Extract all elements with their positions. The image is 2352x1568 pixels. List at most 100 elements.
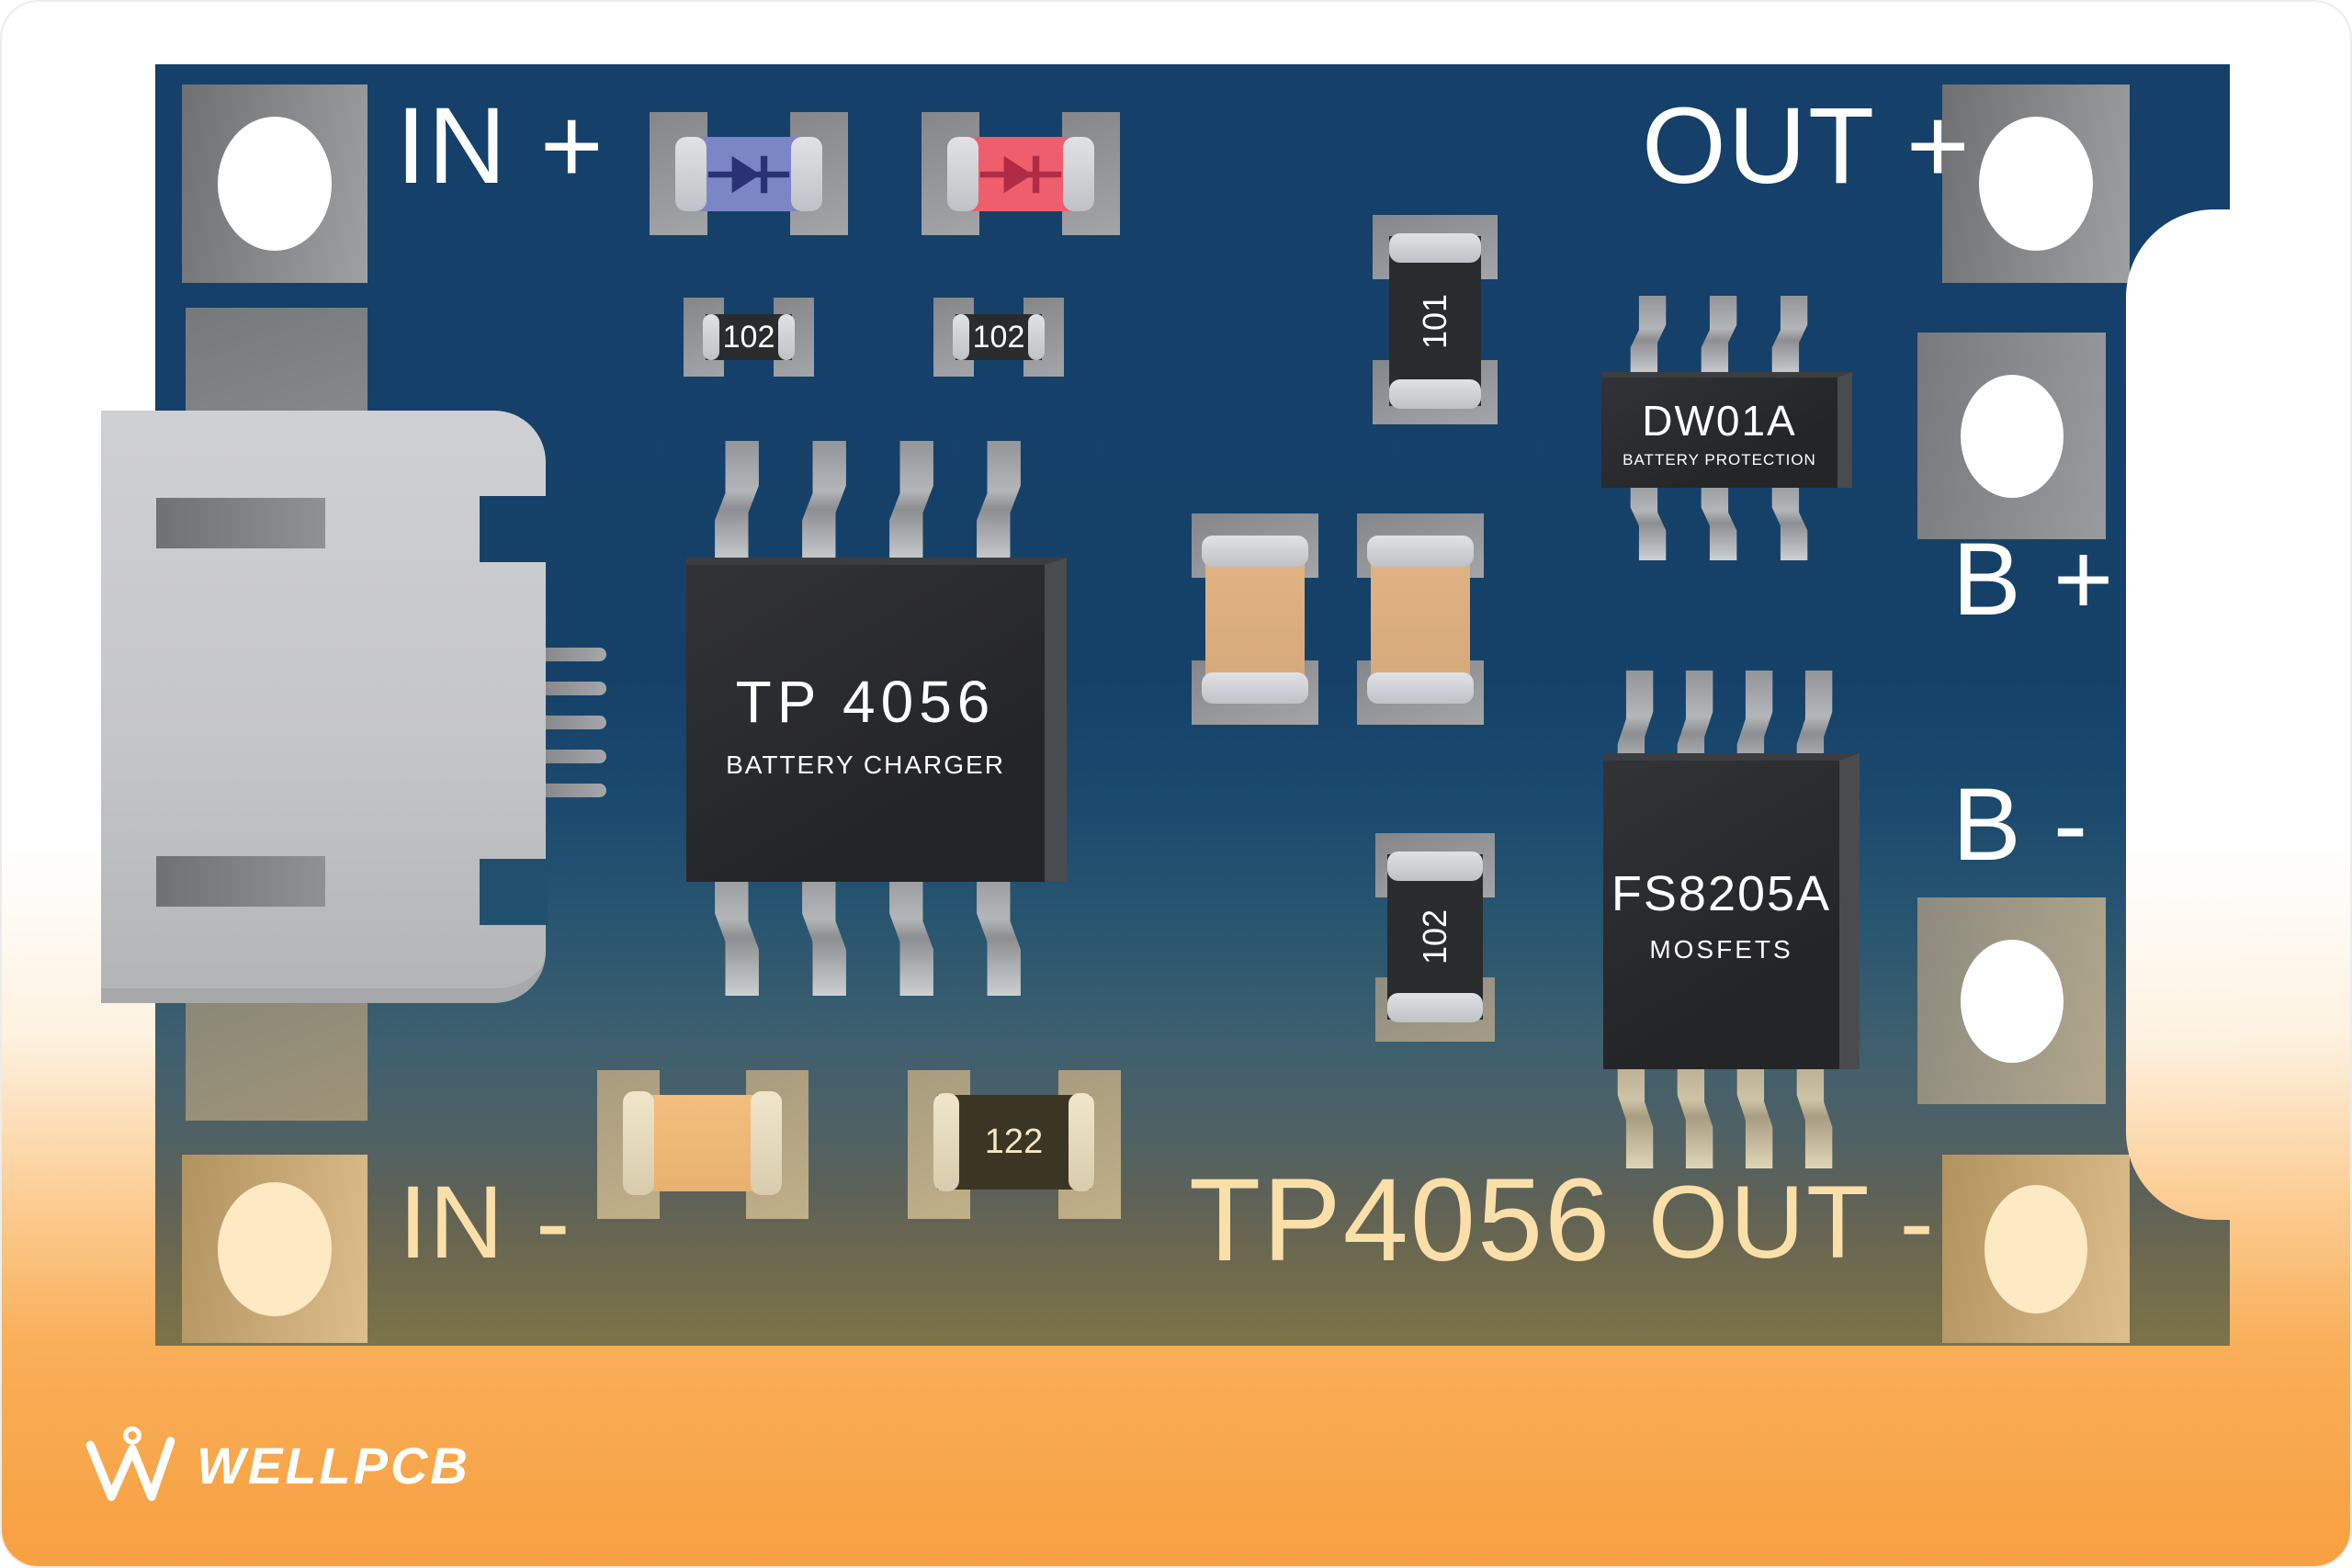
board-edge-notch	[2126, 209, 2238, 1220]
out-minus-label: OUT -	[1648, 1165, 1936, 1280]
capacitor-c3-body	[623, 1091, 782, 1195]
usb-pin-5	[546, 784, 606, 797]
diode-blue-cap-right	[791, 137, 822, 211]
usb-pin-1	[546, 648, 606, 661]
out-minus-hole	[1984, 1184, 2087, 1314]
tp4056-chip-subtitle: BATTERY CHARGER	[726, 750, 1005, 779]
resistor-r1-body: 102	[703, 314, 795, 360]
tp4056-pin-top-4	[977, 441, 1021, 565]
dw01a-pin-bottom-3	[1771, 478, 1808, 560]
out-plus-hole	[1979, 117, 2093, 251]
b-minus-label: B -	[1952, 767, 2090, 882]
usb-edge-notch-top	[480, 496, 548, 562]
capacitor-c2-body	[1367, 536, 1474, 704]
capacitor-c1-body	[1202, 536, 1308, 704]
tp4056-pin-bottom-4	[977, 867, 1021, 996]
usb-pin-3	[546, 716, 606, 729]
b-minus-pad-square	[1917, 897, 2106, 1104]
resistor-r5-value: 122	[984, 1122, 1044, 1161]
resistor-r3-cap-top	[1389, 233, 1481, 263]
diode-red-cap-left	[947, 137, 978, 211]
fs8205a-pin-bottom-3	[1736, 1054, 1773, 1168]
tp4056-pin-bottom-1	[715, 867, 759, 996]
capacitor-c3-cap-left	[623, 1091, 654, 1195]
diode-red-body	[947, 137, 1094, 211]
capacitor-c2-cap-top	[1367, 536, 1474, 567]
diode-red-cap-right	[1063, 137, 1094, 211]
usb-pin-2	[546, 682, 606, 695]
resistor-r5-cap-left	[933, 1093, 959, 1191]
diode-symbol-icon	[707, 155, 790, 193]
b-plus-hole	[1960, 374, 2064, 498]
capacitor-c1-cap-bottom	[1202, 672, 1308, 704]
fs8205a-chip-text: FS8205A MOSFETS	[1603, 761, 1839, 1069]
resistor-r4-cap-bottom	[1387, 993, 1483, 1022]
tp4056-pin-top-3	[889, 441, 933, 565]
usb-edge-notch-bottom	[480, 859, 548, 925]
pcb-board: 102 102 101	[101, 64, 2230, 1346]
wellpcb-logo-text: WELLPCB	[197, 1436, 470, 1495]
in-minus-pad-square	[182, 1155, 368, 1343]
dw01a-pin-bottom-2	[1701, 478, 1737, 560]
usb-connector-body	[101, 411, 548, 1003]
out-plus-pad-square	[1942, 85, 2130, 283]
in-plus-pad-square	[182, 85, 368, 283]
dw01a-chip-body: DW01A BATTERY PROTECTION	[1601, 372, 1852, 488]
wellpcb-logo: WELLPCB	[83, 1424, 470, 1506]
tp4056-chip-body: TP 4056 BATTERY CHARGER	[686, 558, 1067, 882]
fs8205a-pin-bottom-4	[1796, 1054, 1833, 1168]
dw01a-pin-top-1	[1630, 296, 1667, 377]
usb-pin-4	[546, 750, 606, 763]
fs8205a-chip-body: FS8205A MOSFETS	[1603, 753, 1860, 1069]
wellpcb-logo-icon	[85, 1426, 175, 1501]
fs8205a-chip-subtitle: MOSFETS	[1649, 935, 1793, 964]
resistor-r3-value: 101	[1416, 293, 1453, 349]
usb-slot-bottom	[156, 856, 325, 907]
resistor-r3-cap-bottom	[1389, 379, 1481, 409]
usb-slot-top	[156, 498, 325, 548]
in-minus-hole	[218, 1181, 332, 1316]
out-minus-pad-square	[1942, 1155, 2130, 1343]
dw01a-chip-name: DW01A	[1642, 397, 1797, 445]
fs8205a-chip-name: FS8205A	[1611, 866, 1832, 921]
tp4056-pin-bottom-2	[802, 867, 846, 996]
tp4056-chip-name: TP 4056	[735, 668, 996, 735]
tp4056-pin-top-2	[802, 441, 846, 565]
capacitor-c1-cap-top	[1202, 536, 1308, 567]
in-plus-hole	[218, 117, 332, 251]
resistor-r5-cap-right	[1069, 1093, 1094, 1191]
dw01a-pin-bottom-1	[1630, 478, 1667, 560]
resistor-r1-cap-left	[703, 314, 719, 360]
dw01a-pin-top-3	[1771, 296, 1808, 377]
resistor-r4-body: 102	[1387, 852, 1483, 1022]
b-plus-label: B +	[1952, 522, 2116, 637]
dw01a-chip-text: DW01A BATTERY PROTECTION	[1601, 378, 1838, 488]
diode-blue-cap-left	[675, 137, 707, 211]
resistor-r5-body: 122	[933, 1093, 1094, 1191]
tp4056-pin-bottom-3	[889, 867, 933, 996]
resistor-r2-body: 102	[953, 314, 1045, 360]
part-number-label: TP4056	[1189, 1155, 1612, 1286]
diode-blue-body	[675, 137, 822, 211]
in-minus-label: IN -	[399, 1165, 572, 1280]
out-plus-label: OUT +	[1642, 85, 1972, 207]
dw01a-chip-subtitle: BATTERY PROTECTION	[1623, 451, 1816, 468]
fs8205a-pin-bottom-1	[1617, 1054, 1654, 1168]
resistor-r3-body: 101	[1389, 233, 1481, 409]
resistor-r4-cap-top	[1387, 852, 1483, 881]
b-plus-pad-square	[1917, 333, 2106, 539]
resistor-r1-value: 102	[722, 319, 775, 355]
resistor-r4-value: 102	[1416, 908, 1453, 965]
resistor-r2-cap-right	[1028, 314, 1045, 360]
capacitor-c3-cap-right	[751, 1091, 782, 1195]
fs8205a-pin-bottom-2	[1677, 1054, 1713, 1168]
b-minus-hole	[1960, 939, 2064, 1063]
dw01a-pin-top-2	[1701, 296, 1737, 377]
resistor-r1-cap-right	[778, 314, 795, 360]
diode-symbol-icon	[979, 155, 1062, 193]
tp4056-pin-top-1	[715, 441, 759, 565]
resistor-r2-cap-left	[953, 314, 969, 360]
capacitor-c2-cap-bottom	[1367, 672, 1474, 704]
usb-mount-pad-bottom	[186, 1001, 368, 1121]
